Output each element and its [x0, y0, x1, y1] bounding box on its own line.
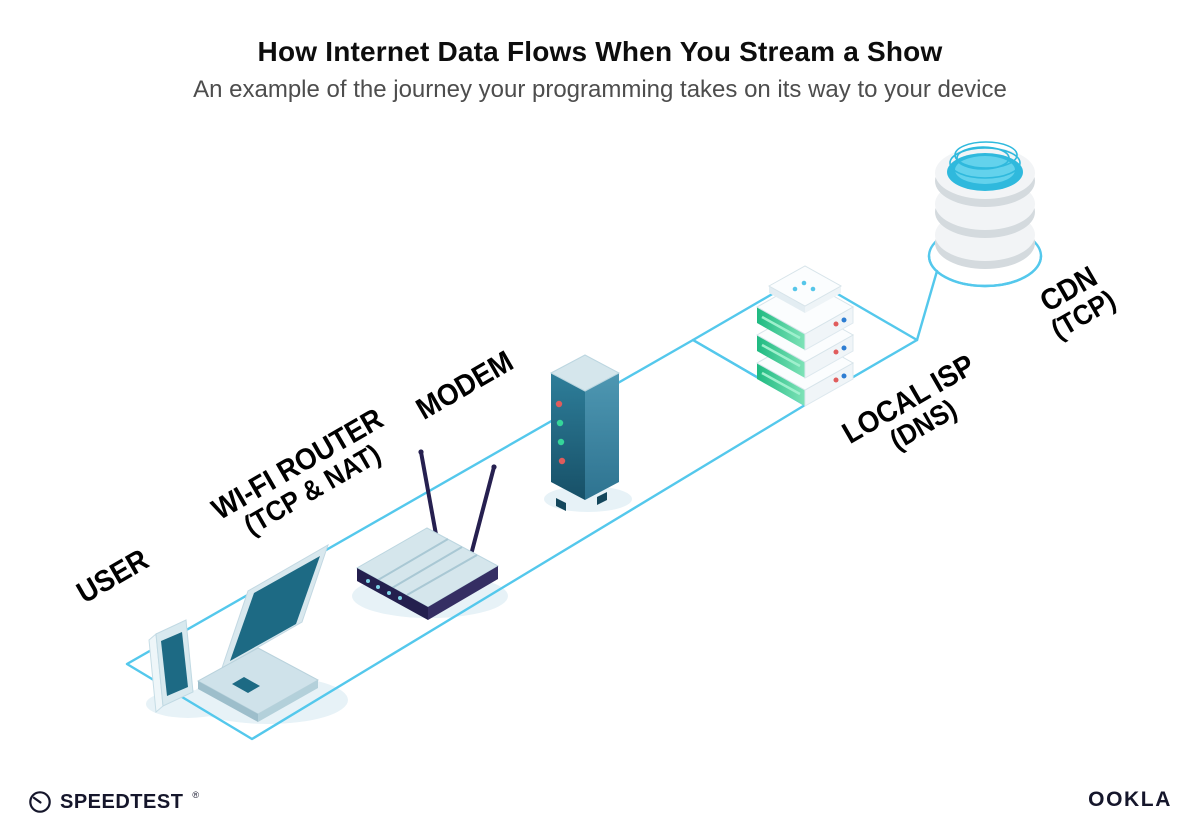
ookla-logo: OOKLA	[1088, 788, 1172, 812]
speedtest-logo: SPEEDTEST ®	[28, 790, 199, 814]
speedtest-gauge-icon	[29, 791, 51, 813]
isp-to-cdn-line	[915, 269, 939, 342]
wifi-router-icon	[355, 449, 500, 620]
page-title: How Internet Data Flows When You Stream …	[257, 36, 943, 67]
smartphone-icon	[148, 619, 194, 714]
cdn-ring-front-line	[927, 254, 1043, 288]
laptop-icon	[196, 543, 329, 722]
header: How Internet Data Flows When You Stream …	[0, 36, 1200, 104]
speedtest-trademark: ®	[192, 790, 200, 800]
server-stack-icon	[755, 265, 855, 407]
ookla-wordmark: OOKLA	[1088, 788, 1172, 811]
cdn-database-icon	[935, 141, 1035, 269]
page-subtitle: An example of the journey your programmi…	[193, 76, 1007, 103]
modem-icon	[549, 354, 621, 511]
speedtest-wordmark: SPEEDTEST	[60, 790, 184, 813]
